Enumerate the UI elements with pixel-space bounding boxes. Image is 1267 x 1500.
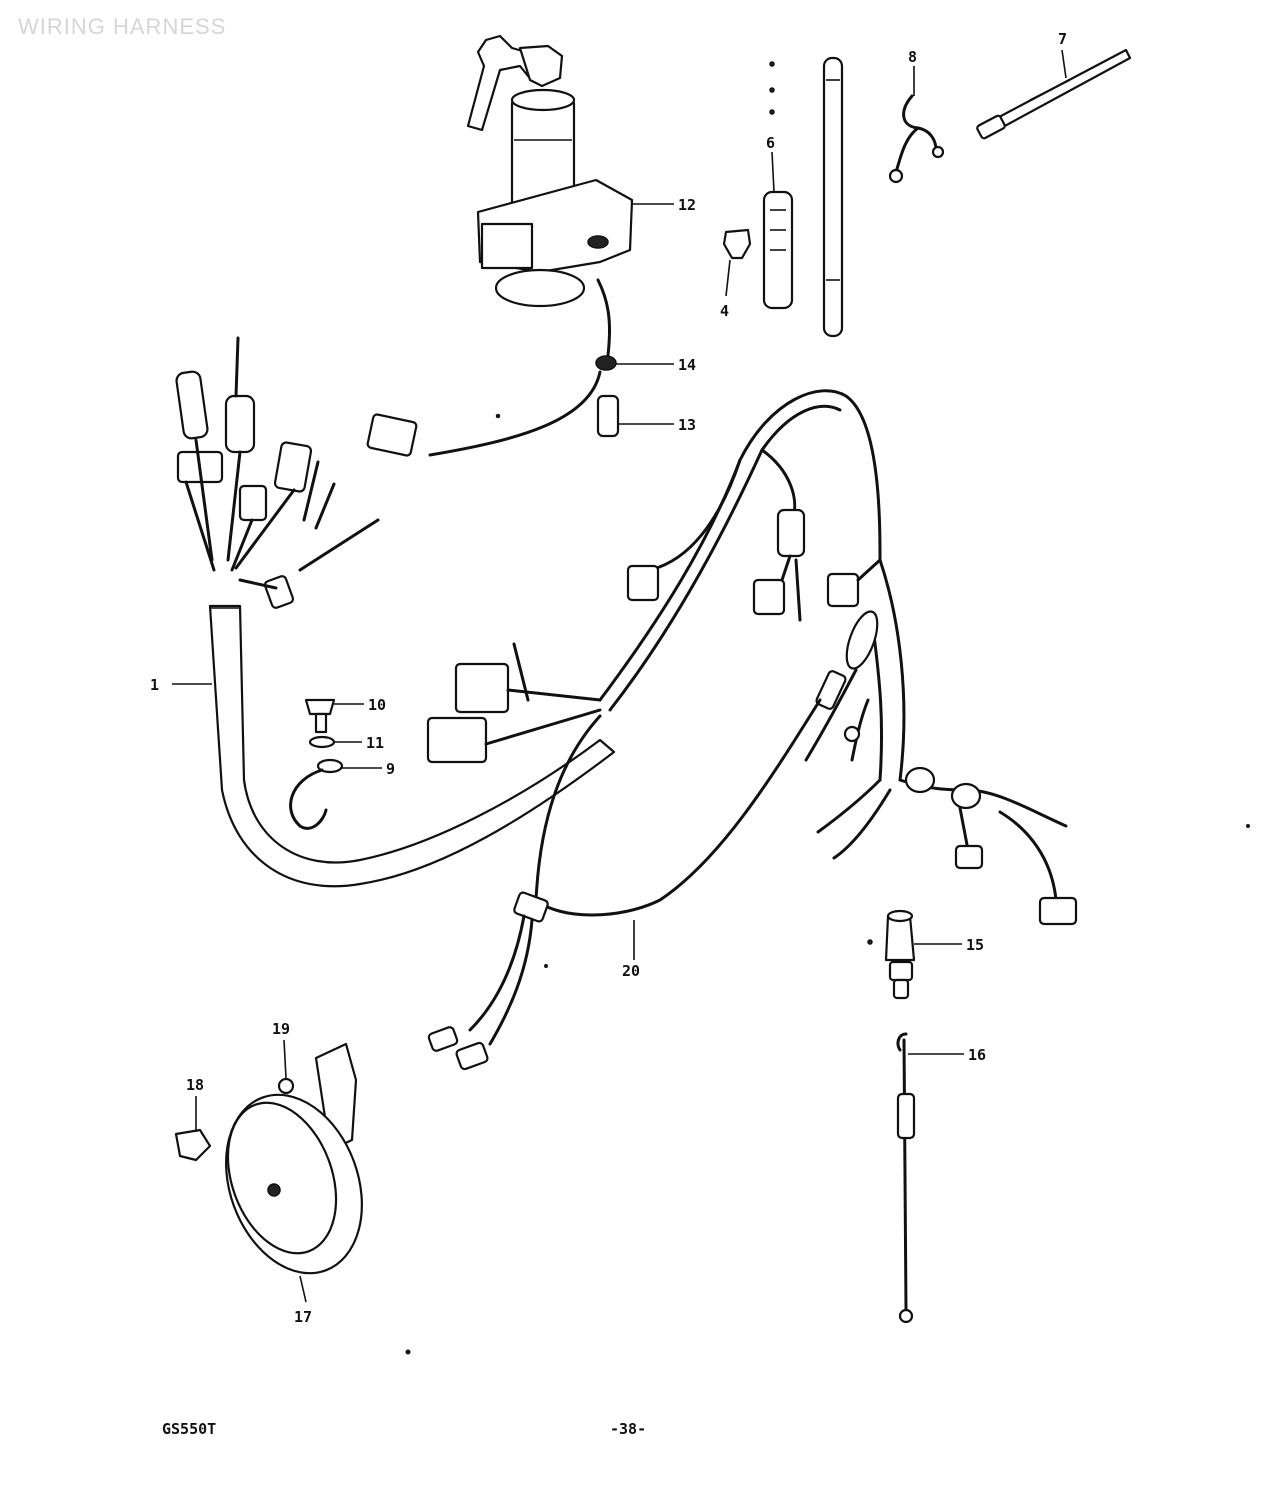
callout-11: 11 [366, 734, 384, 752]
callout-14: 14 [678, 356, 696, 374]
callout-9: 9 [386, 760, 395, 778]
page-number: -38- [610, 1420, 647, 1438]
main-wiring-harness [426, 389, 1078, 1071]
model-code: GS550T [162, 1420, 217, 1438]
bolt-clamp-set [289, 698, 344, 830]
leader-lines [172, 49, 1067, 1303]
callout-13: 13 [678, 416, 696, 434]
callout-20: 20 [622, 962, 640, 980]
callout-labels: 1 4 6 7 8 9 10 11 12 13 14 15 16 17 18 1… [150, 30, 1067, 1326]
callout-12: 12 [678, 196, 696, 214]
callout-16: 16 [968, 1046, 986, 1064]
relay-terminal-group [722, 61, 794, 310]
callout-1: 1 [150, 676, 159, 694]
harness-rod [822, 56, 844, 338]
callout-7: 7 [1058, 30, 1067, 48]
callout-19: 19 [272, 1020, 290, 1038]
handlebar-switch-harness [175, 336, 616, 888]
fuse-strap [976, 48, 1132, 140]
callout-6: 6 [766, 134, 775, 152]
diagram-title: WIRING HARNESS [18, 14, 227, 39]
callout-18: 18 [186, 1076, 204, 1094]
callout-10: 10 [368, 696, 386, 714]
spring-rod [896, 1032, 916, 1324]
brake-switch [867, 909, 916, 1000]
print-specks [405, 413, 1250, 1355]
callout-4: 4 [720, 302, 729, 320]
ignition-lead [366, 355, 620, 457]
ignition-switch [466, 34, 634, 357]
wire-clamp [888, 94, 945, 184]
horn-assembly [174, 1042, 363, 1275]
callout-8: 8 [908, 48, 917, 66]
callout-17: 17 [294, 1308, 312, 1326]
callout-15: 15 [966, 936, 984, 954]
